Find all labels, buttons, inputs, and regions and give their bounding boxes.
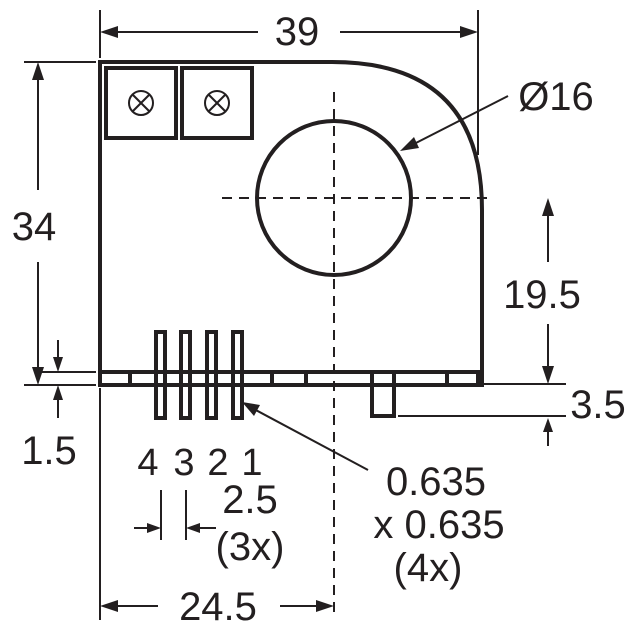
- arrow-icon: [32, 62, 44, 80]
- pin-4: [154, 330, 167, 420]
- pin-number-label: 2: [207, 442, 228, 484]
- dim-height-label: 34: [12, 205, 57, 249]
- screw-terminal-1: [104, 66, 178, 140]
- screw-icon: [204, 90, 230, 116]
- mounting-peg: [370, 370, 396, 418]
- dim-pitch-count-label: (3x): [216, 525, 285, 569]
- diameter-leader: [409, 95, 509, 147]
- arrow-icon: [32, 367, 44, 385]
- dim-hole-height-label: 19.5: [503, 273, 581, 317]
- arrow-icon: [400, 137, 419, 151]
- arrow-icon: [542, 198, 554, 216]
- screw-icon: [128, 90, 154, 116]
- dim-width-label: 39: [275, 10, 320, 54]
- dim-hole-offset-label: 24.5: [179, 585, 257, 629]
- pin-2: [205, 330, 218, 420]
- pin-3: [179, 330, 192, 420]
- arrow-icon: [186, 523, 200, 533]
- dim-pin-section-count: (4x): [394, 546, 463, 590]
- pin-1: [231, 330, 244, 420]
- arrow-icon: [147, 523, 161, 533]
- arrow-icon: [100, 600, 118, 612]
- screw-terminal-2: [180, 66, 254, 140]
- pin-number-label: 4: [137, 442, 158, 484]
- arrow-icon: [53, 385, 63, 400]
- arrow-icon: [316, 600, 334, 612]
- dim-pin-section-line1: 0.635: [386, 460, 486, 504]
- arrow-icon: [460, 26, 478, 38]
- pin-number-label: 3: [173, 442, 194, 484]
- bottom-notch-middle: [270, 372, 308, 387]
- arrow-icon: [242, 402, 260, 416]
- pin-section-leader: [251, 407, 369, 471]
- arrow-icon: [543, 418, 553, 432]
- arrow-icon: [542, 366, 554, 384]
- dim-pin-section-line2: x 0.635: [373, 503, 504, 547]
- dim-diameter-label: Ø16: [518, 75, 594, 119]
- pin-number-label: 1: [241, 442, 262, 484]
- arrow-icon: [100, 26, 118, 38]
- dim-pitch-label: 2.5: [222, 478, 278, 522]
- dim-foot-label: 1.5: [21, 429, 77, 473]
- dim-pin-length-label: 3.5: [570, 383, 626, 427]
- arrow-icon: [53, 357, 63, 372]
- bottom-foot-right: [445, 372, 480, 387]
